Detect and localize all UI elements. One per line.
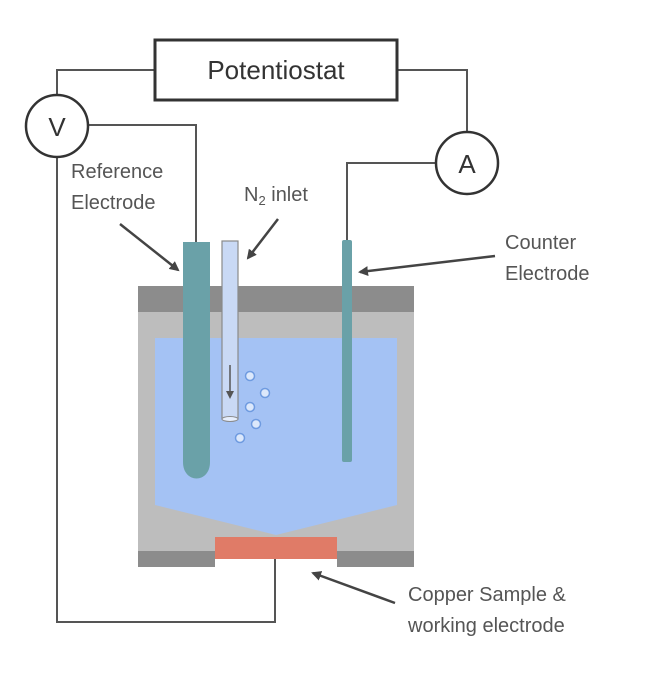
cell-lid xyxy=(138,286,414,312)
copper-sample xyxy=(215,537,337,559)
potentiostat-box: Potentiostat xyxy=(153,38,399,102)
circuit-wires xyxy=(56,69,468,623)
n2-inlet-label-sub: 2 xyxy=(258,193,265,208)
n2-inlet-label-rest: inlet xyxy=(266,184,309,206)
bubble xyxy=(244,401,256,413)
n2-inlet-arrow xyxy=(246,218,279,260)
bubble xyxy=(250,418,262,430)
copper-sample-arrow xyxy=(311,571,396,605)
electrochemical-cell xyxy=(138,286,414,567)
bubble xyxy=(244,370,256,382)
reference-electrode xyxy=(183,242,210,479)
voltmeter-label: V xyxy=(48,112,66,142)
bubble xyxy=(259,387,271,399)
wire-potentiostat-to-ammeter xyxy=(397,69,468,138)
counter-electrode xyxy=(342,240,352,462)
counter-electrode-line2: Electrode xyxy=(505,263,590,285)
bubble xyxy=(234,432,246,444)
n2-bubbles xyxy=(234,370,271,444)
copper-sample-line2: working electrode xyxy=(407,615,565,637)
ammeter-label: A xyxy=(458,149,476,179)
counter-electrode-arrow xyxy=(358,254,496,277)
potentiostat-label: Potentiostat xyxy=(207,55,345,85)
n2-inlet-tube xyxy=(221,240,239,422)
n2-inlet-label: N2 inlet xyxy=(244,184,308,208)
voltmeter: V xyxy=(24,93,90,159)
reference-electrode-arrow xyxy=(119,223,180,272)
reference-electrode-label: Reference Electrode xyxy=(71,161,163,214)
wire-voltmeter-to-reference xyxy=(89,124,197,242)
wire-potentiostat-to-voltmeter xyxy=(56,69,155,100)
cell-base-right xyxy=(337,551,414,567)
copper-sample-line1: Copper Sample & xyxy=(408,584,567,606)
reference-electrode-line2: Electrode xyxy=(71,192,156,214)
electrolyte xyxy=(155,338,397,535)
copper-sample-label: Copper Sample & working electrode xyxy=(407,584,567,637)
ammeter: A xyxy=(434,130,500,196)
wire-ammeter-to-counter xyxy=(346,162,437,240)
n2-inlet-label-main: N xyxy=(244,184,258,206)
counter-electrode-label: Counter Electrode xyxy=(505,232,590,285)
counter-electrode-line1: Counter xyxy=(505,232,576,254)
cell-base-left xyxy=(138,551,215,567)
reference-electrode-line1: Reference xyxy=(71,161,163,183)
wire-voltmeter-to-working xyxy=(56,152,276,623)
